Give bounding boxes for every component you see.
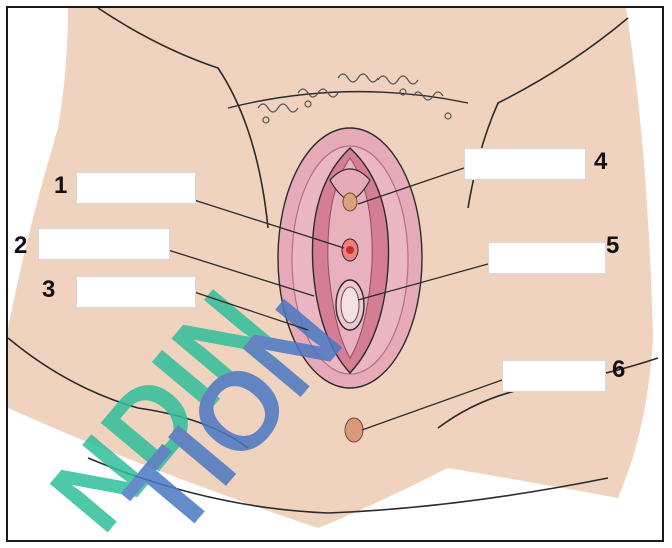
label-number-4: 4: [594, 150, 607, 174]
label-number-6: 6: [612, 358, 625, 382]
label-number-1: 1: [54, 174, 67, 198]
answer-box-4[interactable]: [464, 148, 586, 180]
label-number-5: 5: [606, 234, 619, 258]
answer-box-5[interactable]: [488, 242, 606, 274]
answer-box-6[interactable]: [502, 360, 606, 392]
label-number-3: 3: [42, 278, 55, 302]
answer-box-2[interactable]: [38, 228, 170, 260]
anatomy-illustration: NDIN TION: [8, 8, 662, 540]
answer-box-3[interactable]: [76, 276, 196, 308]
label-number-2: 2: [14, 234, 27, 258]
anus: [345, 418, 363, 442]
answer-box-1[interactable]: [76, 172, 196, 204]
diagram-frame: NDIN TION 1 2 3 4 5 6: [6, 6, 664, 542]
clitoris: [343, 193, 357, 211]
